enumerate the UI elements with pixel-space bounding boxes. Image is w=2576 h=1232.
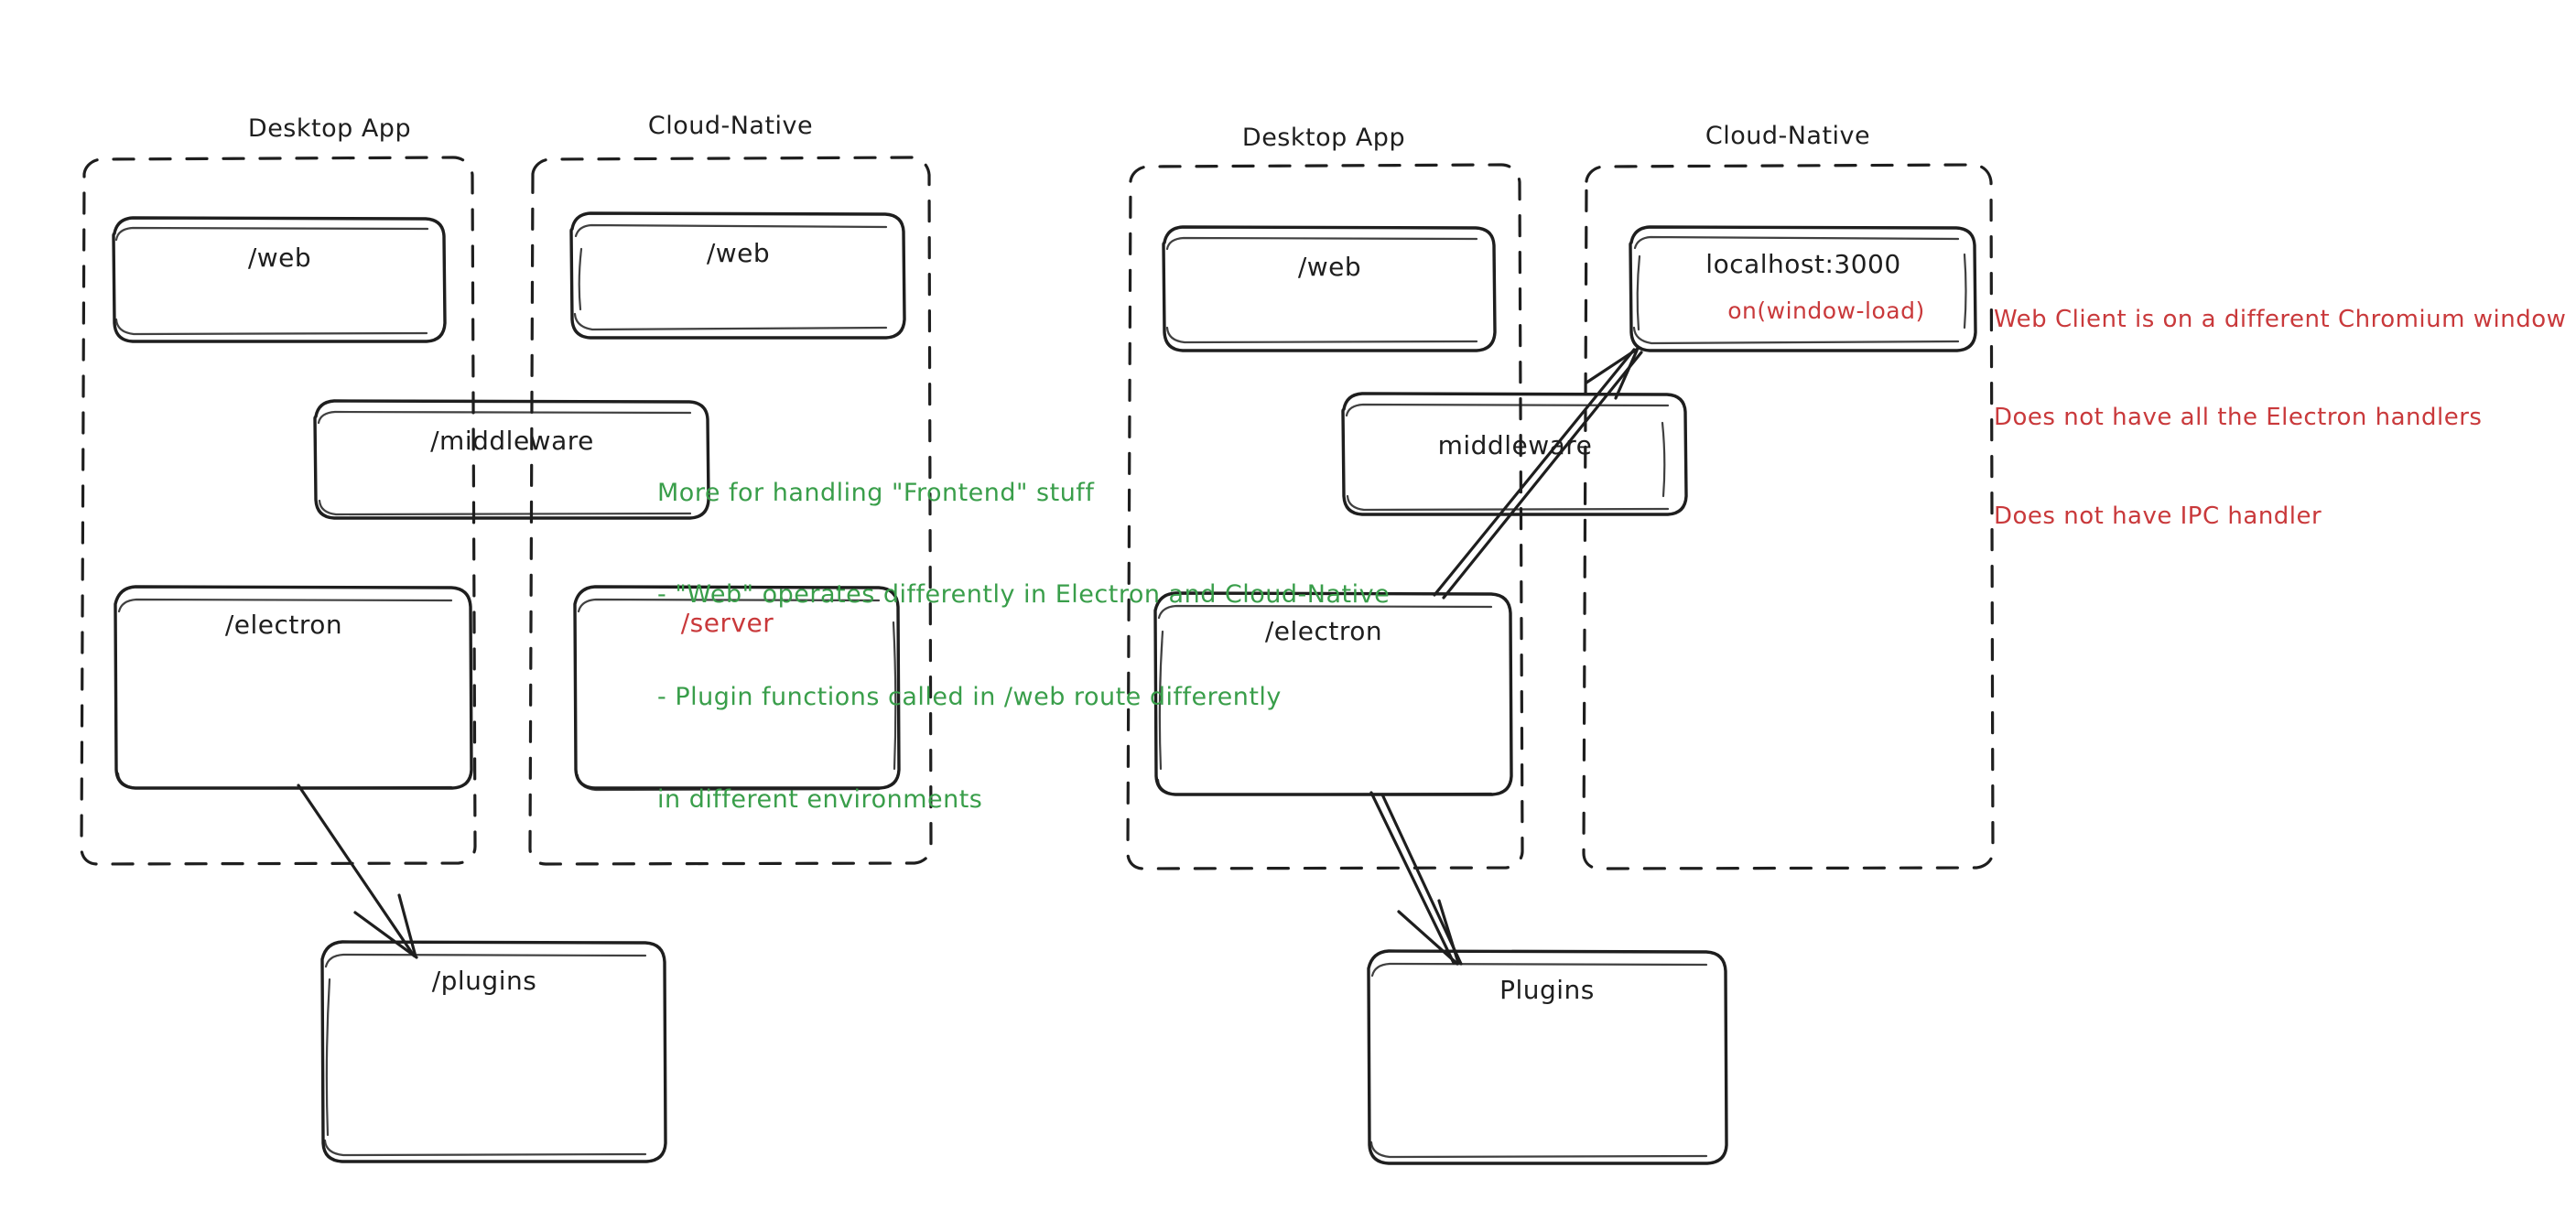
- annotation-red-line-2: Does not have all the Electron handlers: [1994, 404, 2483, 432]
- group-label-right-desktop-app: Desktop App: [1241, 124, 1406, 152]
- box-label-right-middleware[interactable]: middleware: [1437, 430, 1593, 460]
- group-label-right-cloud-native: Cloud-Native: [1705, 122, 1871, 150]
- group-label-left-desktop-app: Desktop App: [247, 114, 412, 143]
- annotation-green-line-2: - "Web" operates differently in Electron…: [657, 580, 1391, 610]
- annotation-note-red: Web Client is on a different Chromium wi…: [1994, 238, 2566, 600]
- box-label-left-plugins[interactable]: /plugins: [431, 966, 537, 996]
- box-outline-right-localhost: [1629, 225, 1977, 352]
- box-label-left-server[interactable]: /server: [680, 608, 774, 638]
- annotation-green-line-1: More for handling "Frontend" stuff: [657, 478, 1095, 507]
- box-label-right-plugins[interactable]: Plugins: [1499, 975, 1595, 1005]
- annotation-green-line-3: - Plugin functions called in /web route …: [657, 683, 1282, 711]
- annotation-green-line-4: in different environments: [657, 784, 983, 814]
- group-label-left-cloud-native: Cloud-Native: [647, 112, 814, 140]
- arrow-right-electron-to-localhost: [1433, 347, 1643, 600]
- arrow-left-electron-to-plugins: [297, 784, 418, 959]
- box-outline-right-desktop-web: [1162, 225, 1497, 352]
- box-label-right-localhost[interactable]: localhost:3000: [1705, 249, 1901, 279]
- box-label-right-desktop-web[interactable]: /web: [1297, 252, 1362, 282]
- annotation-note-green: More for handling "Frontend" stuff - "We…: [657, 407, 1390, 885]
- box-label-left-desktop-web[interactable]: /web: [247, 243, 312, 273]
- annotation-red-line-3: Does not have IPC handler: [1994, 503, 2322, 530]
- box-outline-left-desktop-web: [112, 216, 447, 343]
- box-label-left-electron[interactable]: /electron: [224, 610, 343, 640]
- box-outline-left-middleware: [313, 399, 710, 520]
- box-label-right-electron[interactable]: /electron: [1264, 616, 1383, 646]
- box-outline-left-cloud-web: [569, 211, 906, 340]
- annotation-red-line-1: Web Client is on a different Chromium wi…: [1994, 305, 2567, 333]
- box-label-left-middleware[interactable]: /middleware: [430, 426, 594, 456]
- box-label-left-cloud-web[interactable]: /web: [706, 238, 771, 268]
- box-sublabel-right-localhost-on-window-load: on(window-load): [1727, 297, 1925, 324]
